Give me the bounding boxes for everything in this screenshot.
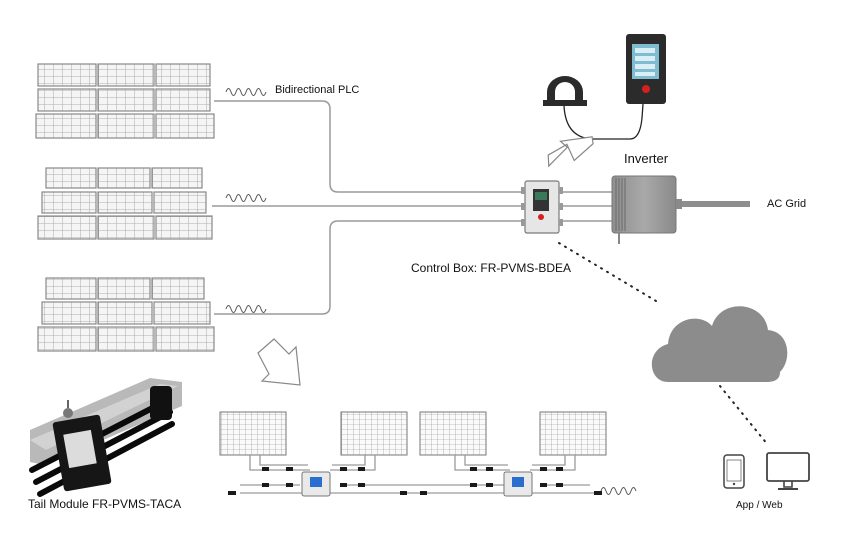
solar-array-top [35,63,215,139]
pv-panel [155,326,215,352]
pv-panel [37,326,97,352]
bidirectional-plc-label: Bidirectional PLC [275,84,360,96]
pv-panel [35,113,97,139]
pv-panel [97,167,151,189]
plc-wave-icon [225,88,267,96]
pv-panel [219,411,287,456]
pv-panel [155,88,211,112]
pv-panel [155,63,211,87]
pv-panel [97,88,155,112]
cloud-link [558,242,657,302]
pv-panel [419,411,487,456]
monitor-icon [766,452,810,490]
pv-panel [41,301,97,325]
pv-panel [151,167,203,189]
plc-wave-icon [225,194,267,202]
plc-wave-icons [225,88,637,495]
dc-wiring [212,100,527,315]
cloud-icon [651,306,788,382]
optimizer-module [503,471,533,497]
energy-meter [626,34,666,104]
string-detail [219,411,607,497]
pv-panel [340,411,408,456]
inverter-label: Inverter [624,151,669,166]
arrow-icon [257,338,301,386]
pv-panel [97,301,153,325]
pv-panel [153,191,207,214]
tail-module-image [29,378,182,497]
pv-panel [539,411,607,456]
pv-panel [155,113,215,139]
pv-panel [97,215,155,240]
pv-panel [151,277,205,300]
arrow-icon [547,136,594,168]
ct-clamp [543,76,587,106]
control-box-indicator [538,214,544,220]
pv-panel [155,215,213,240]
meter-button [642,85,650,93]
pv-panel [37,88,97,112]
control-box [521,180,563,234]
ac-wiring [563,191,612,222]
pv-panel [37,63,97,87]
pv-panel [41,191,97,214]
pv-panel [97,63,155,87]
control-box-label: Control Box: FR-PVMS-BDEA [411,261,572,275]
pv-panel [97,277,151,300]
tail-module-label: Tail Module FR-PVMS-TACA [28,497,182,511]
pv-panel [97,191,153,214]
app-web-label: App / Web [736,500,783,511]
inverter [611,175,682,244]
pv-panel [45,167,97,189]
ac-grid-line [682,201,750,207]
pv-panel [153,301,211,325]
meter-cable [563,103,644,140]
app-link [719,385,769,446]
phone-icon [723,454,745,489]
optimizer-module [301,471,331,497]
plc-wave-icon [600,487,637,495]
solar-array-middle [37,167,213,240]
plc-wave-icon [225,305,267,313]
pv-panel [97,326,155,352]
solar-array-bottom [37,277,215,352]
ac-grid-label: AC Grid [767,198,807,210]
pv-panel [97,113,155,139]
pv-panel [45,277,97,300]
pv-panel [37,215,97,240]
